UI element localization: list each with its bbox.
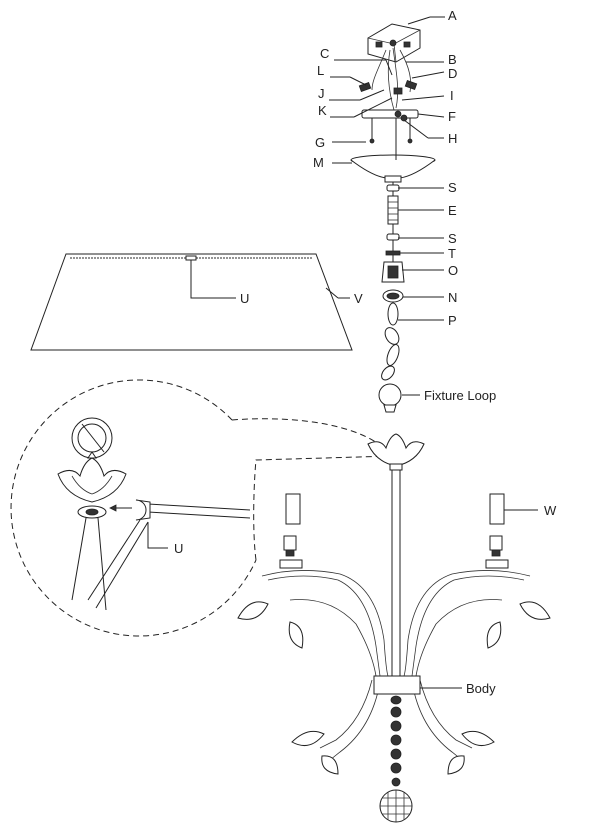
leader-K xyxy=(353,97,393,118)
washer-S1 xyxy=(386,184,400,192)
leader-L xyxy=(349,76,367,86)
label-M: M xyxy=(313,155,324,170)
chain-P xyxy=(381,302,400,381)
label-P: P xyxy=(448,313,457,328)
detail-spider-arm xyxy=(87,499,251,609)
label-N: N xyxy=(448,290,457,305)
coupling-E xyxy=(387,195,399,225)
label-O: O xyxy=(448,263,458,278)
label-B: B xyxy=(448,52,457,67)
leader-C xyxy=(385,59,393,76)
detail-finial xyxy=(57,417,127,611)
label-C: C xyxy=(320,46,329,61)
canopy-bowl-M xyxy=(350,154,436,183)
label-K: K xyxy=(318,103,327,118)
label-S1: S xyxy=(448,180,457,195)
label-S2: S xyxy=(448,231,457,246)
wire-nuts-JL xyxy=(358,79,418,95)
leader-U1 xyxy=(190,260,236,299)
leader-A xyxy=(407,16,431,25)
label-D: D xyxy=(448,66,457,81)
label-J: J xyxy=(318,86,325,101)
leader-D xyxy=(411,71,445,79)
candle-sleeve-right xyxy=(485,493,509,569)
label-A: A xyxy=(448,8,457,23)
ring-N xyxy=(382,289,404,303)
leader-F xyxy=(417,113,445,118)
loop-O xyxy=(381,261,405,283)
screws-G xyxy=(369,118,413,144)
lamp-shade-V xyxy=(30,253,353,351)
washer-S2 xyxy=(386,233,400,241)
label-T: T xyxy=(448,246,456,261)
label-F: F xyxy=(448,109,456,124)
label-W: W xyxy=(544,503,557,518)
label-L: L xyxy=(317,63,324,78)
leader-I xyxy=(401,95,445,101)
leader-V xyxy=(325,287,339,299)
mounting-wires xyxy=(371,47,412,111)
label-U1: U xyxy=(240,291,249,306)
arm-left xyxy=(261,570,389,761)
label-G: G xyxy=(315,135,325,150)
leaves-left xyxy=(237,601,339,775)
leader-H xyxy=(403,119,429,139)
leaves-right xyxy=(447,601,551,775)
leader-J xyxy=(359,89,385,101)
label-U2: U xyxy=(174,541,183,556)
detail-circle xyxy=(10,379,393,637)
label-I: I xyxy=(450,88,454,103)
leader-U2 xyxy=(147,522,168,549)
label-H: H xyxy=(448,131,457,146)
candle-sleeve-left xyxy=(279,493,303,569)
fixture-loop-part xyxy=(378,383,402,413)
label-body: Body xyxy=(466,681,496,696)
label-V: V xyxy=(354,291,363,306)
label-E: E xyxy=(448,203,457,218)
label-fixture-loop: Fixture Loop xyxy=(424,388,496,403)
body-collar xyxy=(373,675,421,695)
crystal-drop xyxy=(379,695,413,823)
canopy-box-A xyxy=(367,23,421,63)
top-finial xyxy=(367,433,425,471)
nut-T xyxy=(385,250,401,256)
